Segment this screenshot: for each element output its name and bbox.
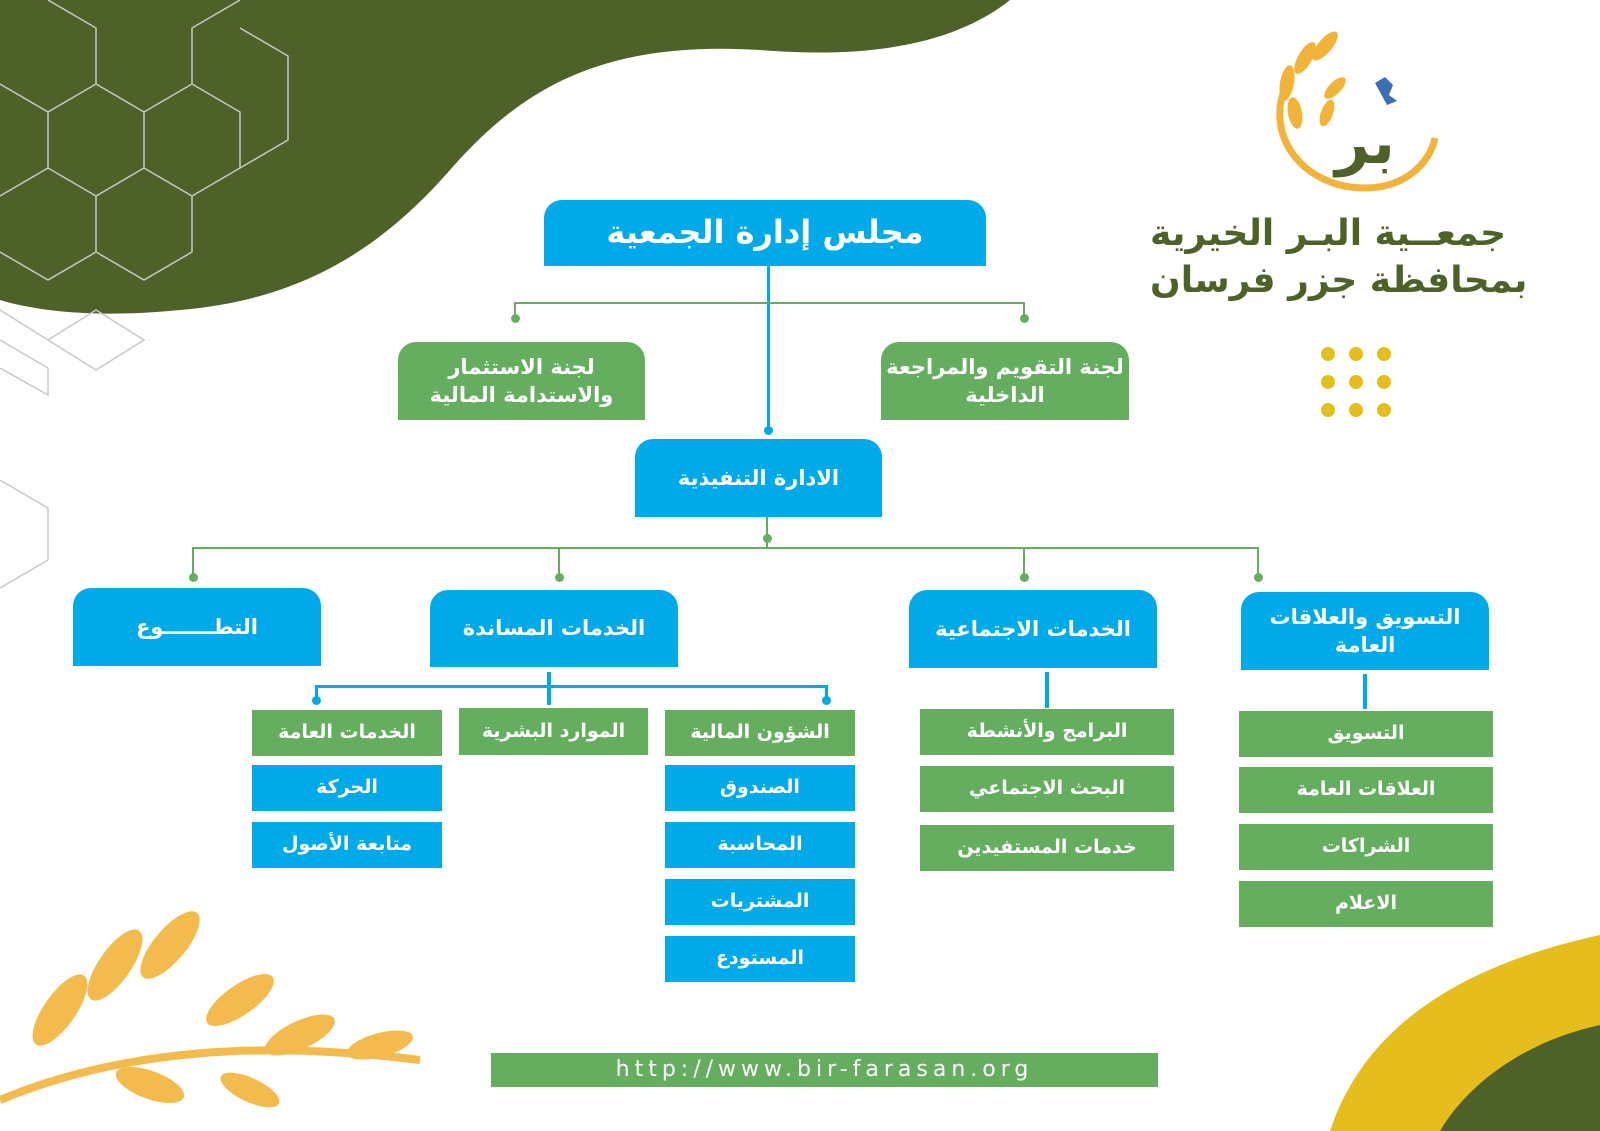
website-url[interactable]: http://www.bir-farasan.org: [491, 1053, 1158, 1087]
unit-box: الحركة: [252, 765, 442, 811]
dept-marketing-box: التسويق والعلاقات العامة: [1241, 592, 1489, 670]
dept-volunteer-box: التطـــــــوع: [73, 588, 321, 666]
unit-box: البحث الاجتماعي: [920, 766, 1174, 812]
wheat-decoration: [0, 911, 421, 1108]
org-name-line1: جمعــية البـر الخيرية: [1150, 213, 1507, 255]
unit-box: التسويق: [1239, 711, 1493, 757]
executive-box: الادارة التنفيذية: [635, 439, 882, 517]
board-box: مجلس إدارة الجمعية: [544, 200, 986, 266]
committee-investment-box: لجنة الاستثمار والاستدامة المالية: [398, 342, 645, 420]
unit-box: خدمات المستفيدين: [920, 825, 1174, 871]
unit-box: الشراكات: [1239, 824, 1493, 870]
unit-box: المشتريات: [665, 879, 855, 925]
unit-box: المحاسبة: [665, 822, 855, 868]
dept-support-box: الخدمات المساندة: [430, 590, 678, 667]
section-hr-box: الموارد البشرية: [459, 708, 648, 755]
dept-social-box: الخدمات الاجتماعية: [909, 590, 1157, 668]
committee-audit-box: لجنة التقويم والمراجعة الداخلية: [881, 342, 1129, 420]
unit-box: البرامج والأنشطة: [920, 709, 1174, 755]
bottom-right-olive-shape: [1440, 1025, 1600, 1131]
cube-pattern: [0, 0, 289, 589]
unit-box: المستودع: [665, 936, 855, 982]
org-name-line2: بمحافظة جزر فرسان: [1150, 260, 1528, 301]
org-logo: بر: [1276, 31, 1439, 192]
svg-text:بر: بر: [1332, 108, 1395, 178]
section-finance-box: الشؤون المالية: [665, 710, 855, 756]
unit-box: العلاقات العامة: [1239, 767, 1493, 813]
unit-box: متابعة الأصول: [252, 822, 442, 868]
unit-box: الاعلام: [1239, 881, 1493, 927]
unit-box: الصندوق: [665, 765, 855, 811]
org-name: جمعــية البـر الخيرية بمحافظة جزر فرسان: [1150, 208, 1540, 308]
section-general-services-box: الخدمات العامة: [252, 710, 442, 756]
top-left-olive-blob: [0, 0, 1010, 314]
